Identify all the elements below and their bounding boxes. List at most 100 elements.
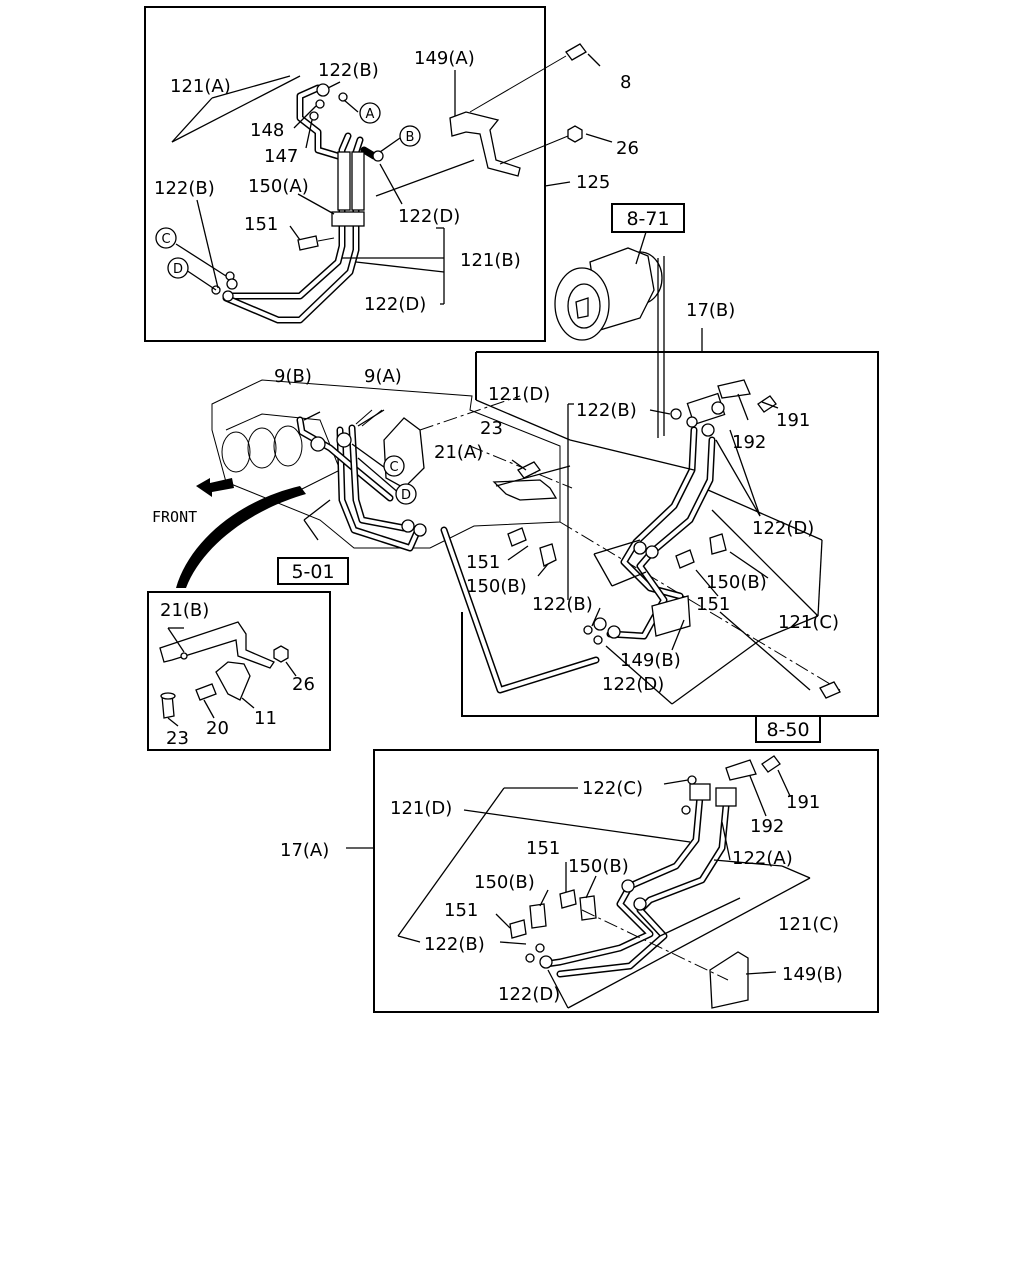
bolt-151-bottom-2: [509, 919, 527, 939]
bracket-21b: [159, 621, 275, 669]
label-21a: 21(A): [434, 442, 483, 463]
label-121b: 121(B): [460, 250, 521, 271]
label-121d-bottom: 121(D): [390, 798, 452, 819]
hose-b: [351, 151, 365, 211]
label-122d-top: 122(D): [398, 206, 460, 227]
label-122b-mid2: 122(B): [532, 594, 593, 615]
label-149b-mid: 149(B): [620, 650, 681, 671]
bracket-192: [717, 379, 751, 399]
bracket-150a: [331, 211, 365, 227]
label-26-inset: 26: [292, 674, 315, 695]
label-122b-mid: 122(B): [576, 400, 637, 421]
mid-box-frame: [461, 351, 879, 717]
fitting-122a: [715, 787, 737, 807]
bolt-151-bottom-1: [559, 889, 577, 909]
label-151-mid: 151: [466, 552, 500, 573]
label-9a: 9(A): [364, 366, 402, 387]
label-9b: 9(B): [274, 366, 312, 387]
label-150b-bottom-left: 150(B): [474, 872, 535, 893]
ref-box-8-71[interactable]: 8-71: [611, 203, 685, 233]
label-122c-bottom: 122(C): [582, 778, 643, 799]
circle-c-mid: C: [389, 460, 398, 475]
top-detail-box: [144, 6, 613, 342]
bolt-8: [565, 43, 587, 61]
fitting-122c: [689, 783, 711, 801]
label-147: 147: [264, 146, 298, 167]
ref-box-5-01[interactable]: 5-01: [277, 557, 349, 585]
inset-detail-box: [147, 591, 331, 751]
circle-c-top: C: [161, 232, 170, 247]
bracket-149a: [449, 111, 521, 177]
label-151-mid-right: 151: [696, 594, 730, 615]
clamp-150b-bottom-l: [529, 903, 547, 929]
label-21b: 21(B): [160, 600, 209, 621]
bolt-191-bottom: [761, 755, 781, 773]
label-122b-top: 122(B): [318, 60, 379, 81]
label-122b-bottom: 122(B): [424, 934, 485, 955]
top-box-frame: [144, 6, 546, 342]
label-149b-bottom: 149(B): [782, 964, 843, 985]
label-149a: 149(A): [414, 48, 475, 69]
clamp-150b-bottom-r: [579, 895, 597, 921]
label-150b-bottom-right: 150(B): [568, 856, 629, 877]
label-122a-bottom: 122(A): [732, 848, 793, 869]
label-151-bottom-2: 151: [444, 900, 478, 921]
callout-labels: 121(A) 122(B) 149(A) 8 148 147 26 122(B)…: [152, 48, 843, 1005]
circle-a-top: A: [366, 107, 375, 122]
ref-box-8-50[interactable]: 8-50: [755, 715, 821, 743]
label-122b-left: 122(B): [154, 178, 215, 199]
ref-5-01: 5-01: [291, 561, 334, 583]
bracket-21a: [492, 479, 558, 501]
nut-26: [567, 125, 583, 143]
hose-a: [337, 151, 351, 211]
bracket-192-bottom: [725, 759, 757, 781]
label-122d-mid2: 122(D): [602, 674, 664, 695]
label-121c-mid: 121(C): [778, 612, 839, 633]
inset-box-frame: [147, 591, 331, 751]
clamp-150b-left: [539, 543, 557, 567]
bracket-149b-mid: [651, 595, 691, 637]
label-122d-top2: 122(D): [364, 294, 426, 315]
label-121a-top: 121(A): [170, 76, 231, 97]
label-191-bottom: 191: [786, 792, 820, 813]
label-front: FRONT: [152, 508, 197, 526]
label-191-mid: 191: [776, 410, 810, 431]
label-122d-bottom: 122(D): [498, 984, 560, 1005]
label-17a: 17(A): [280, 840, 329, 861]
curved-arrow-icon: [176, 486, 306, 588]
label-151-top: 151: [244, 214, 278, 235]
circle-b-top: B: [406, 130, 415, 145]
label-23-inset: 23: [166, 728, 189, 749]
circle-d-mid: D: [401, 488, 411, 503]
bottom-detail-box: [346, 749, 879, 1013]
label-125: 125: [576, 172, 610, 193]
ref-8-50: 8-50: [766, 719, 809, 741]
front-arrow-icon: [196, 478, 234, 497]
bolt-20: [195, 683, 217, 701]
bolt-151: [297, 235, 319, 251]
compressor: [554, 231, 665, 438]
bracket-149b-bottom: [709, 951, 749, 1009]
label-121d-mid: 121(D): [488, 384, 550, 405]
label-150a: 150(A): [248, 176, 309, 197]
bottom-box-frame: [373, 749, 879, 1013]
label-151-bottom-1: 151: [526, 838, 560, 859]
label-122d-mid: 122(D): [752, 518, 814, 539]
label-192-mid: 192: [732, 432, 766, 453]
nut-26-inset: [273, 645, 289, 663]
ref-8-71: 8-71: [626, 208, 669, 230]
clamp-150b-right: [709, 533, 727, 555]
label-11: 11: [254, 708, 277, 729]
label-20: 20: [206, 718, 229, 739]
fitting-122b: [316, 83, 330, 97]
circle-markers: A B C D C D: [155, 102, 421, 505]
label-150b-mid-left: 150(B): [466, 576, 527, 597]
label-150b-mid-right: 150(B): [706, 572, 767, 593]
label-192-bottom: 192: [750, 816, 784, 837]
label-23-mid: 23: [480, 418, 503, 439]
circle-d-top: D: [173, 262, 183, 277]
label-17b: 17(B): [686, 300, 735, 321]
label-8: 8: [620, 72, 631, 93]
oring: [338, 92, 348, 102]
